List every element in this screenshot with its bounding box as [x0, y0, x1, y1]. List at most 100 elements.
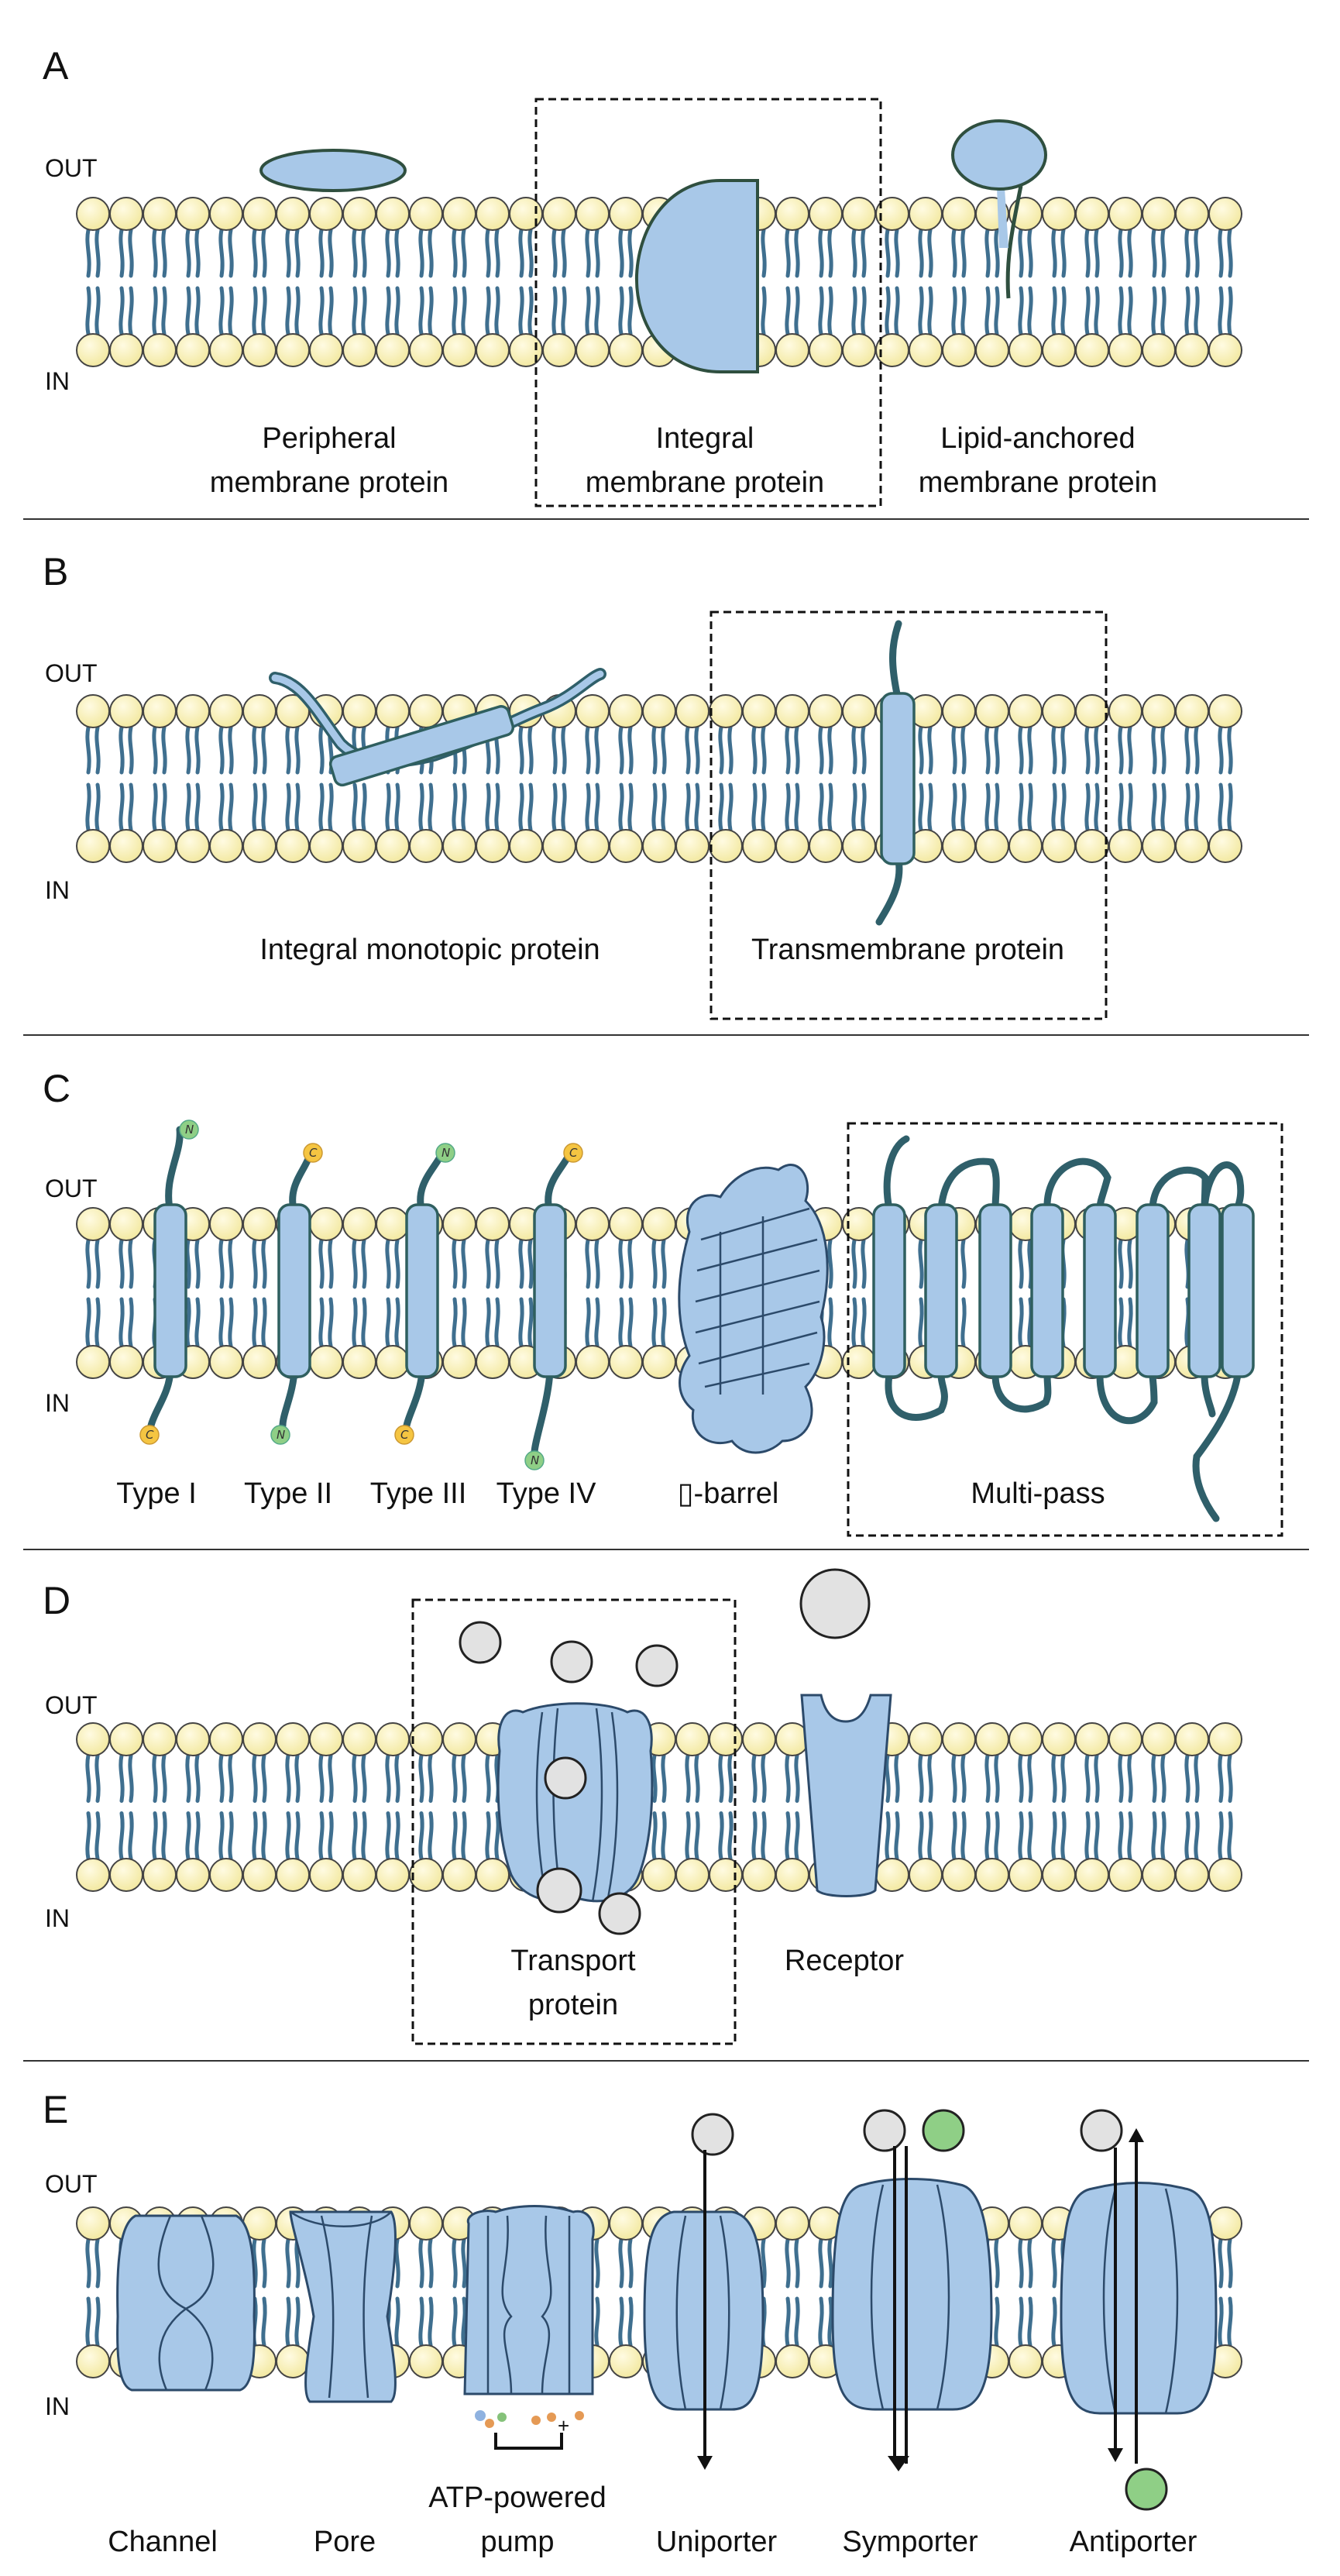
lipid-tail [885, 1753, 900, 1803]
lipid-head [1208, 2206, 1242, 2241]
lipid-tail [152, 1753, 167, 1803]
lipid-tail [152, 782, 167, 832]
lipid-tail [185, 228, 201, 278]
terminus-n: N [531, 1453, 539, 1467]
lipid-head [1208, 694, 1242, 728]
lipid-tail [1218, 725, 1233, 775]
lipid-head [309, 1207, 343, 1241]
lipid-tail [1151, 286, 1166, 336]
lipid-head [409, 197, 443, 231]
lipid-head [309, 1722, 343, 1756]
lipid-head [842, 694, 876, 728]
lipid-head [376, 1722, 410, 1756]
lipid-head [176, 1722, 210, 1756]
lipid-tail [785, 1753, 800, 1803]
lipid-tail [651, 782, 667, 832]
lipid-head [242, 829, 277, 863]
lipid-head [442, 333, 476, 367]
caption-transport-1: Transport [510, 1945, 636, 1977]
lipid-tail [751, 1753, 767, 1803]
lipid-head [609, 2344, 643, 2378]
lipid-head [875, 1858, 909, 1892]
lipid-head [409, 829, 443, 863]
lipid-head [442, 197, 476, 231]
lipid-head [609, 197, 643, 231]
lipid-tail [818, 286, 833, 336]
lipid-head [542, 829, 576, 863]
lipid-tail [352, 1297, 367, 1348]
peripheral-protein [259, 149, 407, 192]
caption-pore: Pore [314, 2526, 376, 2558]
lipid-head [109, 197, 143, 231]
lipid-tail [685, 1753, 700, 1803]
lipid-head [809, 829, 843, 863]
ligand [635, 1644, 679, 1687]
lipid-tail [1018, 1238, 1033, 1289]
lipid-tail [1084, 228, 1100, 278]
lipid-tail [984, 286, 1000, 336]
lipid-tail [618, 228, 634, 278]
lipid-head [476, 1345, 510, 1379]
lipid-head [942, 333, 976, 367]
lipid-tail [785, 1811, 800, 1861]
lipid-tail [651, 1238, 667, 1289]
lipid-head [242, 1345, 277, 1379]
lipid-tail [751, 725, 767, 775]
lipid-tail [152, 725, 167, 775]
transmembrane-helix [880, 692, 916, 865]
lipid-tail [518, 1238, 534, 1289]
lipid-tail [751, 1811, 767, 1861]
lipid-tail [951, 725, 967, 775]
lipid-head [276, 2344, 310, 2378]
lipid-tail [951, 1811, 967, 1861]
lipid-tail [252, 1238, 267, 1289]
lipid-tail [1151, 1811, 1166, 1861]
lipid-tail [851, 286, 867, 336]
lipid-tail [1184, 725, 1200, 775]
lipid-tail [119, 286, 134, 336]
highlight-box [847, 1122, 1283, 1537]
lipid-tail [618, 782, 634, 832]
lipid-tail [285, 286, 301, 336]
caption-integral-1: Integral [656, 422, 754, 455]
out-label: OUT [45, 1175, 98, 1202]
lipid-head [642, 1207, 676, 1241]
lipid-head [509, 333, 543, 367]
lipid-tail [418, 2237, 434, 2289]
arrow-head [1108, 2448, 1123, 2462]
multi-pass-protein [872, 1135, 1255, 1522]
lipid-head [476, 829, 510, 863]
lipid-head [109, 1722, 143, 1756]
lipid-tail [1118, 725, 1133, 775]
caption-monotopic: Integral monotopic protein [259, 934, 600, 966]
lipid-head [609, 694, 643, 728]
lipid-tail [651, 1811, 667, 1861]
lipid-head [975, 1858, 1009, 1892]
lipid-tail [485, 782, 500, 832]
lipid-head [1075, 694, 1109, 728]
lipid-tail [1084, 1811, 1100, 1861]
lipid-head [109, 829, 143, 863]
lipid-tail [185, 1753, 201, 1803]
lipid-head [542, 197, 576, 231]
lipid-head [1008, 333, 1043, 367]
lipid-tail [85, 286, 101, 336]
lipid-tail [585, 782, 600, 832]
lipid-head [1108, 333, 1142, 367]
lipid-head [809, 333, 843, 367]
caption-beta-barrel: ▯-barrel [678, 1477, 779, 1510]
lipid-head [409, 1858, 443, 1892]
lipid-tail [685, 782, 700, 832]
lipid-tail [984, 228, 1000, 278]
lipid-tail [1118, 1297, 1133, 1348]
lipid-head [1008, 829, 1043, 863]
lipid-tail [618, 725, 634, 775]
lipid-tail [785, 228, 800, 278]
terminus-c: C [400, 1428, 409, 1442]
lipid-head [276, 1722, 310, 1756]
lipid-head [342, 197, 376, 231]
lipid-head [1108, 197, 1142, 231]
lipid-tail [751, 782, 767, 832]
lipid-head [1108, 1858, 1142, 1892]
lipid-tail [485, 1753, 500, 1803]
